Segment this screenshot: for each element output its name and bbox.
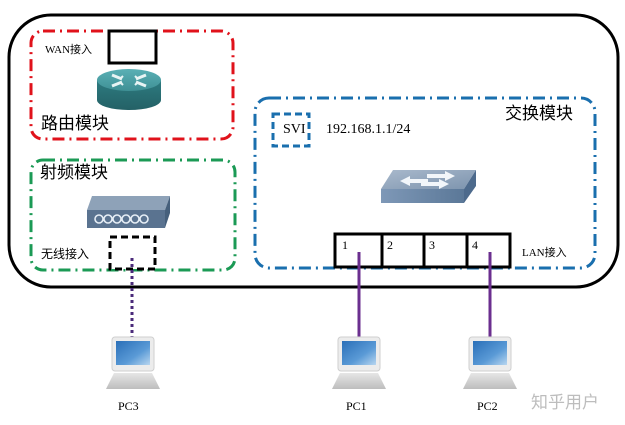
pc3-icon[interactable]	[106, 336, 160, 389]
port-1-label: 1	[342, 238, 348, 252]
lan-port-panel	[333, 232, 512, 269]
lan-label: LAN接入	[522, 247, 567, 259]
pc1-label: PC1	[346, 399, 367, 413]
wireless-ap-icon	[87, 196, 170, 228]
wireless-label: 无线接入	[41, 247, 90, 261]
svi-ip-address: 192.168.1.1/24	[326, 122, 411, 137]
pc3-label: PC3	[118, 399, 139, 413]
router-icon	[97, 69, 161, 110]
svi-label: SVI	[283, 122, 306, 137]
routing-module-title: 路由模块	[41, 114, 109, 134]
svi-box[interactable]	[271, 112, 311, 148]
port-4-label: 4	[472, 238, 478, 252]
wan-port-box[interactable]	[107, 29, 158, 65]
switch-icon	[381, 170, 476, 203]
radio-module-title: 射频模块	[40, 163, 108, 183]
pc1-icon[interactable]	[332, 336, 386, 389]
port-3-label: 3	[429, 238, 435, 252]
pc2-label: PC2	[477, 399, 498, 413]
wan-label: WAN接入	[45, 44, 93, 56]
watermark: 知乎用户	[531, 393, 599, 413]
device-enclosure	[7, 13, 620, 289]
switch-module-title: 交换模块	[505, 104, 573, 124]
port-2-label: 2	[387, 238, 393, 252]
pc2-icon[interactable]	[463, 336, 517, 389]
wireless-port-box[interactable]	[108, 235, 157, 271]
